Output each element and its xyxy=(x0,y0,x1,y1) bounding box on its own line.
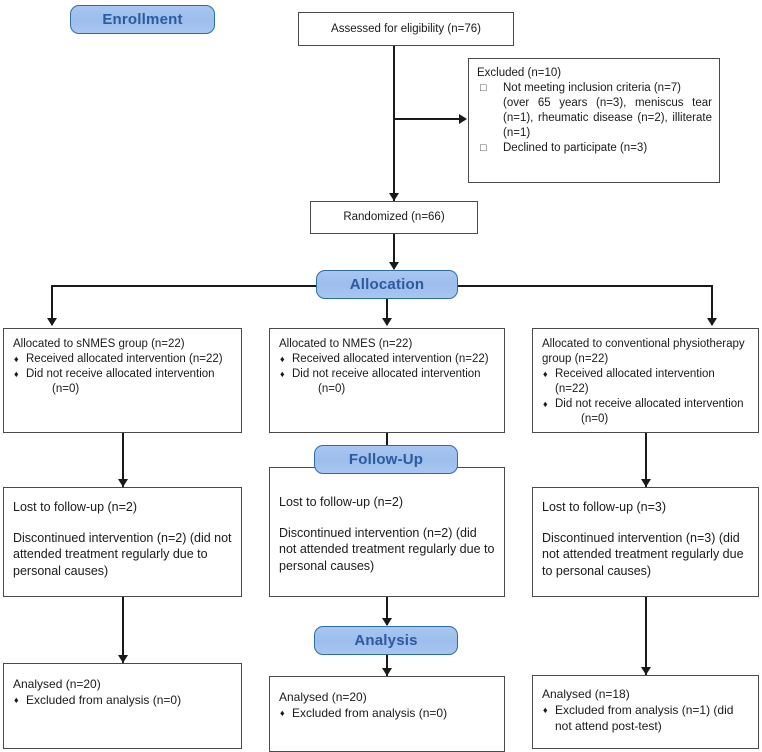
arrowhead-allocation-right xyxy=(707,318,717,326)
arrowhead-to-allocation xyxy=(389,262,399,270)
connector-followup-right xyxy=(645,433,647,487)
box-analysis-middle: Analysed (n=20) Excluded from analysis (… xyxy=(269,676,505,752)
excluded-reason-1-detail: (over 65 years (n=3), meniscus tear (n=1… xyxy=(503,97,712,139)
analysis-right-analysed: Analysed (n=18) xyxy=(542,687,630,701)
analysis-right-excluded: Excluded from analysis (n=1) (did not at… xyxy=(542,702,749,734)
stage-label-allocation-text: Allocation xyxy=(349,276,425,293)
stage-label-enrollment-text: Enrollment xyxy=(102,11,183,28)
analysis-right-list: Excluded from analysis (n=1) (did not at… xyxy=(542,702,749,734)
connector-analysis-middle-bottom xyxy=(386,655,388,677)
allocation-right-header: Allocated to conventional physiotherapy … xyxy=(542,338,745,365)
analysis-middle-excluded: Excluded from analysis (n=0) xyxy=(279,705,495,721)
followup-middle-discontinued: Discontinued intervention (n=2) (did not… xyxy=(279,525,495,573)
box-allocation-left: Allocated to sNMES group (n=22) Received… xyxy=(3,328,242,433)
connector-randomized-down xyxy=(393,234,395,269)
allocation-middle-header: Allocated to NMES (n=22) xyxy=(279,338,413,350)
connector-allocation-drop-left xyxy=(51,285,53,325)
allocation-middle-not-received: Did not receive allocated intervention (… xyxy=(279,367,495,397)
arrowhead-analysis-middle-top xyxy=(382,618,392,626)
analysis-middle-analysed: Analysed (n=20) xyxy=(279,690,367,704)
stage-label-enrollment: Enrollment xyxy=(70,5,215,34)
followup-left-lost: Lost to follow-up (n=2) xyxy=(13,500,138,514)
followup-right-lost: Lost to follow-up (n=3) xyxy=(542,500,667,514)
stage-label-analysis: Analysis xyxy=(314,626,458,655)
followup-left-discontinued: Discontinued intervention (n=2) (did not… xyxy=(13,530,232,578)
excluded-reasons-list: Not meeting inclusion criteria (n=7) (ov… xyxy=(477,81,712,156)
arrowhead-followup-left xyxy=(118,479,128,487)
box-allocation-middle: Allocated to NMES (n=22) Received alloca… xyxy=(269,328,505,433)
analysis-left-analysed: Analysed (n=20) xyxy=(13,677,101,691)
connector-allocation-bus-left xyxy=(51,285,317,287)
randomized-label: Randomized (n=66) xyxy=(343,211,445,223)
connector-followup-left xyxy=(122,433,124,487)
allocation-left-received: Received allocated intervention (n=22) xyxy=(13,352,232,367)
allocation-right-list: Received allocated intervention (n=22) D… xyxy=(542,367,749,427)
arrowhead-followup-right xyxy=(641,479,651,487)
allocation-left-not-received: Did not receive allocated intervention (… xyxy=(13,367,232,397)
followup-right-discontinued: Discontinued intervention (n=3) (did not… xyxy=(542,530,744,578)
allocation-left-list: Received allocated intervention (n=22) D… xyxy=(13,352,232,397)
box-analysis-right: Analysed (n=18) Excluded from analysis (… xyxy=(532,675,759,749)
allocation-right-received: Received allocated intervention (n=22) xyxy=(542,367,749,397)
connector-allocation-bus-right xyxy=(457,285,712,287)
arrowhead-analysis-left xyxy=(118,655,128,663)
connector-allocation-drop-right xyxy=(711,285,713,325)
arrowhead-analysis-middle-bottom xyxy=(382,668,392,676)
arrowhead-to-randomized xyxy=(389,193,399,201)
box-allocation-right: Allocated to conventional physiotherapy … xyxy=(532,328,759,433)
box-followup-right: Lost to follow-up (n=3) Discontinued int… xyxy=(532,487,759,597)
stage-label-followup: Follow-Up xyxy=(314,445,458,474)
box-analysis-left: Analysed (n=20) Excluded from analysis (… xyxy=(3,663,242,749)
arrowhead-allocation-middle xyxy=(382,318,392,326)
analysis-left-excluded: Excluded from analysis (n=0) xyxy=(13,692,232,708)
arrowhead-analysis-right xyxy=(641,667,651,675)
connector-to-excluded xyxy=(393,118,460,120)
box-excluded: Excluded (n=10) Not meeting inclusion cr… xyxy=(468,58,720,183)
arrowhead-to-excluded xyxy=(459,114,467,124)
box-followup-left: Lost to follow-up (n=2) Discontinued int… xyxy=(3,487,242,597)
stage-label-followup-text: Follow-Up xyxy=(348,451,424,468)
box-followup-middle: Lost to follow-up (n=2) Discontinued int… xyxy=(269,467,505,597)
assessed-label: Assessed for eligibility (n=76) xyxy=(331,22,481,35)
followup-middle-lost: Lost to follow-up (n=2) xyxy=(279,495,404,509)
excluded-header: Excluded (n=10) xyxy=(477,67,562,79)
stage-label-allocation: Allocation xyxy=(316,270,458,299)
allocation-middle-list: Received allocated intervention (n=22) D… xyxy=(279,352,495,397)
excluded-reason-item: Declined to participate (n=3) xyxy=(477,141,712,156)
analysis-middle-list: Excluded from analysis (n=0) xyxy=(279,705,495,721)
connector-allocation-drop-middle xyxy=(386,299,388,325)
allocation-right-not-received: Did not receive allocated intervention (… xyxy=(542,397,749,427)
connector-assessed-down xyxy=(393,46,395,201)
excluded-reason-1: Not meeting inclusion criteria (n=7) xyxy=(503,82,682,94)
analysis-left-list: Excluded from analysis (n=0) xyxy=(13,692,232,708)
connector-analysis-left xyxy=(122,597,124,663)
arrowhead-allocation-left xyxy=(47,318,57,326)
connector-analysis-right xyxy=(645,597,647,675)
stage-label-analysis-text: Analysis xyxy=(354,632,418,649)
connector-analysis-middle-top xyxy=(386,597,388,625)
excluded-reason-item: Not meeting inclusion criteria (n=7) (ov… xyxy=(477,81,712,141)
allocation-left-header: Allocated to sNMES group (n=22) xyxy=(13,338,185,350)
box-assessed-for-eligibility: Assessed for eligibility (n=76) xyxy=(298,12,514,46)
box-randomized: Randomized (n=66) xyxy=(310,201,478,234)
allocation-middle-received: Received allocated intervention (n=22) xyxy=(279,352,495,367)
excluded-reason-2: Declined to participate (n=3) xyxy=(503,142,648,154)
